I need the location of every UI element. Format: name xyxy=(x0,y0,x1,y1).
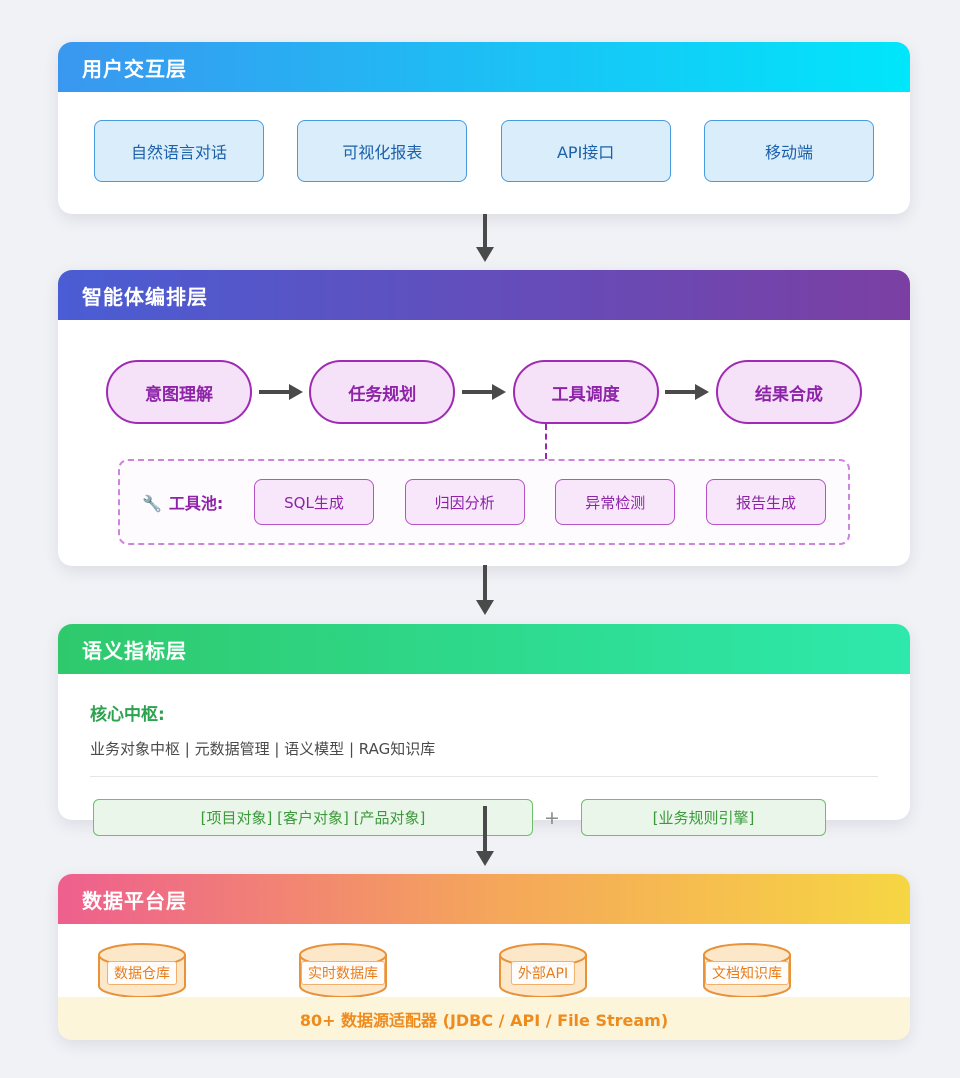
divider xyxy=(90,776,878,777)
layer-card-semantic-metrics: 语义指标层 核心中枢: 业务对象中枢 | 元数据管理 | 语义模型 | RAG知… xyxy=(58,624,910,820)
tool-pool-label-text: 工具池: xyxy=(168,494,224,513)
datasource-label: 数据仓库 xyxy=(107,961,177,985)
tool-box-sql-generation: SQL生成 xyxy=(253,479,374,525)
business-rules-engine-box: [业务规则引擎] xyxy=(581,799,826,836)
channel-box-visual-report: 可视化报表 xyxy=(297,120,468,182)
flow-arrow-down-3 xyxy=(476,806,494,866)
datasource-data-warehouse: 数据仓库 xyxy=(97,942,187,998)
flow-arrow-down-1 xyxy=(476,214,494,262)
pipeline-node-result-synthesis: 结果合成 xyxy=(715,360,862,424)
adapter-bar: 80+ 数据源适配器 (JDBC / API / File Stream) xyxy=(58,997,910,1040)
arrow-shaft xyxy=(483,806,487,851)
layer-title-semantic-metrics: 语义指标层 xyxy=(58,624,910,674)
tool-pool-label: 🔧 工具池: xyxy=(142,490,223,514)
pipeline-arrow-icon xyxy=(665,384,710,400)
business-objects-box: [项目对象] [客户对象] [产品对象] xyxy=(93,799,533,836)
channel-box-mobile: 移动端 xyxy=(703,120,874,182)
arrow-head-icon xyxy=(476,247,494,262)
datasource-doc-knowledge-base: 文档知识库 xyxy=(702,942,792,998)
pipeline-node-intent: 意图理解 xyxy=(106,360,252,424)
datasource-realtime-db: 实时数据库 xyxy=(298,942,388,998)
layer-title-user-interaction: 用户交互层 xyxy=(58,42,910,92)
layer-title-agent-orchestration: 智能体编排层 xyxy=(58,270,910,320)
core-hub-items: 业务对象中枢 | 元数据管理 | 语义模型 | RAG知识库 xyxy=(90,740,436,758)
arrow-shaft xyxy=(483,214,487,247)
tool-pool-connector xyxy=(545,424,547,459)
tool-box-report-generation: 报告生成 xyxy=(705,479,826,525)
layer-card-user-interaction: 用户交互层 自然语言对话 可视化报表 API接口 移动端 xyxy=(58,42,910,214)
pipeline-node-task-planning: 任务规划 xyxy=(309,360,456,424)
tool-box-anomaly-detection: 异常检测 xyxy=(555,479,676,525)
pipeline-arrow-icon xyxy=(461,384,506,400)
pipeline-node-tool-dispatch: 工具调度 xyxy=(512,360,659,424)
core-hub-label: 核心中枢: xyxy=(90,705,165,725)
layer-card-data-platform: 数据平台层 数据仓库 实时数据库 外部API xyxy=(58,874,910,1040)
tool-pool: 🔧 工具池: SQL生成 归因分析 异常检测 报告生成 xyxy=(118,459,850,545)
arrow-head-icon xyxy=(476,851,494,866)
arrow-shaft xyxy=(483,565,487,600)
channel-box-api: API接口 xyxy=(500,120,671,182)
datasource-label: 外部API xyxy=(510,961,576,985)
datasource-label: 文档知识库 xyxy=(705,961,789,985)
channel-box-nl-chat: 自然语言对话 xyxy=(94,120,264,182)
datasource-external-api: 外部API xyxy=(498,942,588,998)
pipeline-row: 意图理解 任务规划 工具调度 结果合成 xyxy=(58,360,910,424)
layer-title-data-platform: 数据平台层 xyxy=(58,874,910,924)
datasource-label: 实时数据库 xyxy=(301,961,385,985)
flow-arrow-down-2 xyxy=(476,565,494,615)
wrench-icon: 🔧 xyxy=(142,494,162,513)
pipeline-arrow-icon xyxy=(258,384,303,400)
plus-sign: + xyxy=(544,806,560,829)
tool-box-attribution-analysis: 归因分析 xyxy=(404,479,525,525)
layer-card-agent-orchestration: 智能体编排层 意图理解 任务规划 工具调度 结果合成 🔧 工具池: SQL生成 归… xyxy=(58,270,910,566)
arrow-head-icon xyxy=(476,600,494,615)
channel-row: 自然语言对话 可视化报表 API接口 移动端 xyxy=(58,92,910,182)
